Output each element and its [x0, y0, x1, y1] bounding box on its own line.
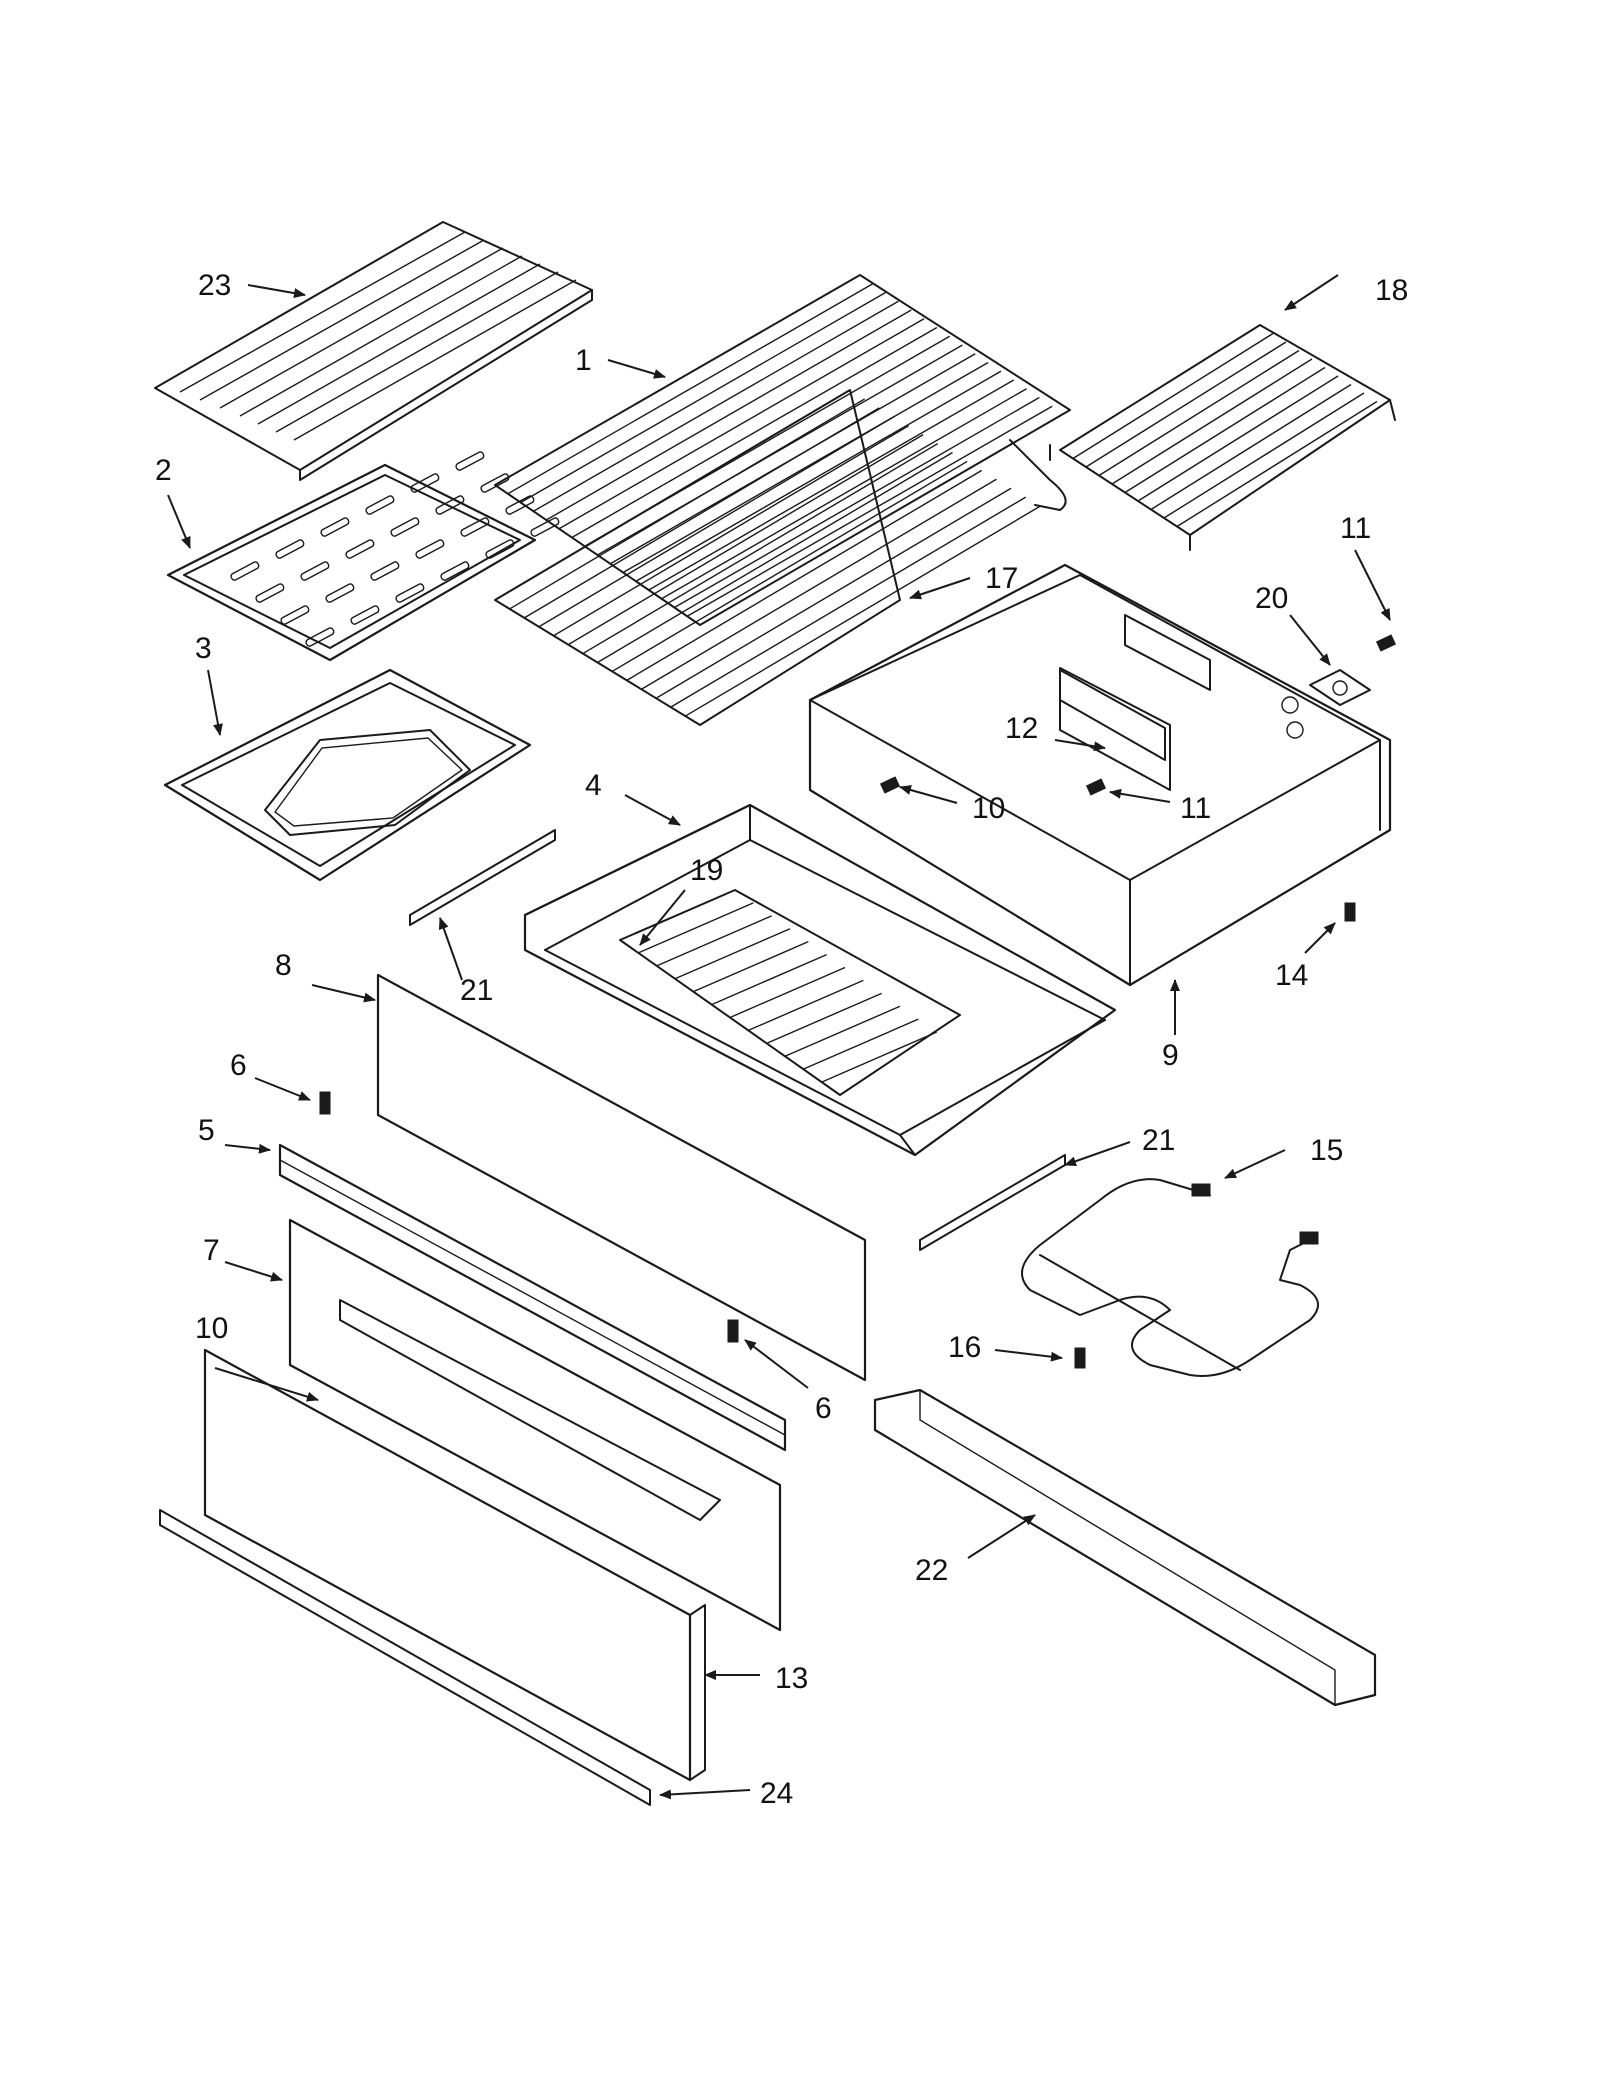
- callout-13: 13: [775, 1662, 808, 1695]
- part-9-drawer-housing: [808, 563, 1392, 987]
- part-21-glide-left: [409, 829, 556, 926]
- part-12-bracket: [1059, 669, 1166, 761]
- callout-3: 3: [195, 632, 212, 665]
- callout-19: 19: [690, 854, 723, 887]
- part-6-stud-right: [727, 1319, 739, 1343]
- callout-6b: 6: [815, 1392, 832, 1425]
- part-6-stud-left: [319, 1091, 331, 1115]
- callout-4: 4: [585, 769, 602, 802]
- part-22-kick-panel: [873, 1388, 1377, 1707]
- callout-6: 6: [230, 1049, 247, 1082]
- callout-20: 20: [1255, 582, 1288, 615]
- part-3-broil-pan: [163, 668, 532, 882]
- part-23-pan-insert: [154, 221, 593, 481]
- leader-lines: [167, 274, 1391, 1800]
- part-7-drawer-panel: [288, 1218, 782, 1632]
- callout-21b: 21: [1142, 1124, 1175, 1157]
- callout-5: 5: [198, 1114, 215, 1147]
- callout-11: 11: [1340, 512, 1371, 545]
- part-20-thermal-cutoff: [1309, 669, 1371, 706]
- part-16-screw: [1074, 1347, 1086, 1369]
- part-15-bake-element: [1021, 1178, 1319, 1377]
- part-8-drawer-front: [376, 973, 867, 1382]
- callout-11b: 11: [1180, 792, 1211, 825]
- part-24-trim-strip: [159, 1509, 651, 1806]
- callout-9: 9: [1162, 1039, 1179, 1072]
- part-13-outer-panel: [203, 1348, 706, 1782]
- part-2-broil-grid: [166, 451, 560, 662]
- part-1-oven-rack: [494, 274, 1071, 626]
- callout-8: 8: [275, 949, 292, 982]
- callout-18: 18: [1375, 274, 1408, 307]
- part-5-handle-bar: [278, 1143, 787, 1452]
- callout-labels: 23 1 18 2 11 17 20 3 12 4 10 11 19 8 21 …: [155, 269, 1408, 1810]
- callout-12: 12: [1005, 712, 1038, 745]
- callout-1: 1: [575, 344, 592, 377]
- callout-24: 24: [760, 1777, 793, 1810]
- part-17-oven-rack: [494, 389, 1041, 726]
- callout-17: 17: [985, 562, 1018, 595]
- callout-7: 7: [203, 1234, 220, 1267]
- callout-10b: 10: [195, 1312, 228, 1345]
- callout-15: 15: [1310, 1134, 1343, 1167]
- callout-14: 14: [1275, 959, 1308, 992]
- callout-23: 23: [198, 269, 231, 302]
- part-screws: [879, 634, 1397, 922]
- part-21-glide-right: [919, 1154, 1066, 1251]
- part-18-small-rack: [1049, 324, 1396, 551]
- callout-10: 10: [972, 792, 1005, 825]
- part-19-drawer-rack: [619, 889, 961, 1096]
- callout-22: 22: [915, 1554, 948, 1587]
- callout-16: 16: [948, 1331, 981, 1364]
- callout-2: 2: [155, 454, 172, 487]
- part-4-drawer: [523, 803, 1117, 1157]
- callout-21: 21: [460, 974, 493, 1007]
